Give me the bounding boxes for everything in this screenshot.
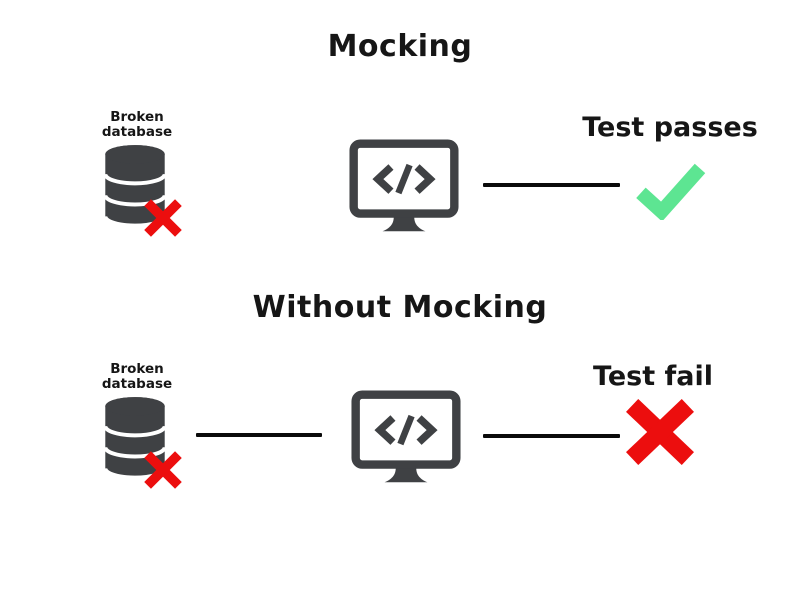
section-title-mocking: Mocking (327, 29, 473, 64)
checkmark-icon (632, 160, 708, 220)
database-label: Broken database (101, 361, 173, 392)
section-title-without-mocking: Without Mocking (252, 290, 548, 325)
cross-icon (622, 399, 698, 465)
error-cross-icon (141, 448, 185, 492)
broken-database-icon (102, 141, 168, 231)
connector-line (483, 183, 620, 187)
connector-line (483, 434, 620, 438)
monitor-code-icon (348, 139, 460, 235)
result-label-fail: Test fail (593, 361, 713, 392)
monitor-code-icon (350, 390, 462, 486)
error-cross-icon (141, 196, 185, 240)
database-label: Broken database (101, 109, 173, 140)
result-label-pass: Test passes (582, 112, 758, 143)
connector-line (196, 433, 322, 437)
